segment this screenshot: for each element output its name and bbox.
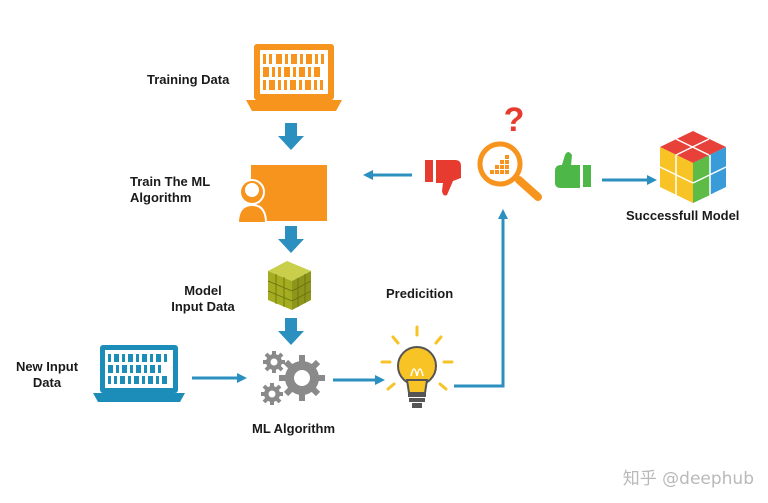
gears-icon bbox=[261, 351, 325, 405]
arrow-train-to-cube bbox=[278, 226, 304, 253]
train-ml-label: Train The ML Algorithm bbox=[130, 174, 210, 206]
model-input-label-line2: Input Data bbox=[171, 299, 235, 314]
ml-algorithm-label: ML Algorithm bbox=[252, 421, 336, 436]
arrow-prediction-to-evaluation bbox=[454, 209, 508, 388]
new-input-label-line2: Data bbox=[32, 375, 62, 390]
watermark: 知乎 @deephub bbox=[622, 469, 754, 489]
question-mark-icon: ? bbox=[504, 101, 525, 139]
arrow-cube-to-algorithm bbox=[278, 318, 304, 345]
thumbs-up-icon bbox=[555, 152, 591, 188]
new-input-label-line1: New Input bbox=[15, 359, 79, 374]
lightbulb-icon bbox=[380, 325, 454, 408]
training-laptop-icon bbox=[246, 44, 342, 111]
prediction-label: Predicition bbox=[386, 286, 454, 301]
trainer-icon bbox=[236, 165, 327, 224]
input-laptop-icon bbox=[93, 345, 185, 402]
new-input-label: New Input Data bbox=[8, 359, 86, 391]
rubik-cube-icon bbox=[659, 131, 727, 203]
training-data-label: Training Data bbox=[147, 72, 230, 87]
train-ml-label-line2: Algorithm bbox=[130, 190, 192, 205]
model-input-label: Model Input Data bbox=[162, 283, 244, 315]
magnifier-icon bbox=[477, 141, 542, 201]
train-ml-label-line1: Train The ML bbox=[130, 174, 211, 189]
model-input-label-line1: Model bbox=[184, 283, 222, 298]
successful-model-label: Successfull Model bbox=[626, 208, 740, 223]
data-cube-icon bbox=[267, 261, 312, 310]
arrow-training-to-train bbox=[278, 123, 304, 150]
thumbs-down-icon bbox=[425, 160, 461, 196]
